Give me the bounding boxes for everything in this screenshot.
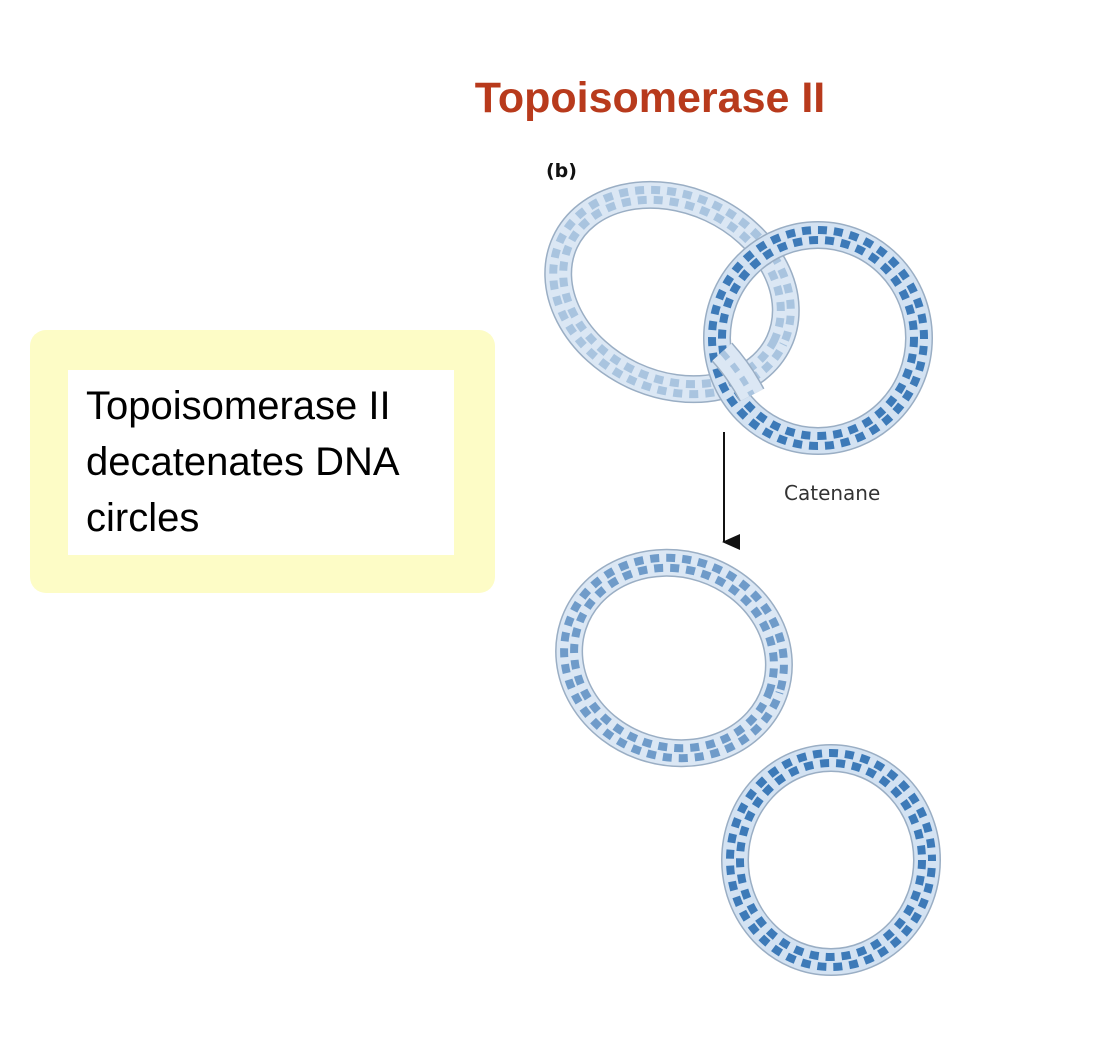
panel-label: (b) (546, 160, 577, 182)
slide-title: Topoisomerase II (474, 74, 826, 122)
callout-box: Topoisomerase II decatenates DNA circles (30, 330, 495, 593)
catenane-ring-right (703, 221, 933, 455)
product-ring-lower (721, 744, 941, 976)
callout-text: Topoisomerase II decatenates DNA circles (86, 384, 398, 540)
catenane-label: Catenane (784, 481, 881, 505)
catenane-ring-left (544, 180, 800, 404)
catenane-crossover (711, 342, 765, 402)
callout-inner: Topoisomerase II decatenates DNA circles (68, 370, 454, 555)
product-ring-upper (555, 548, 793, 768)
